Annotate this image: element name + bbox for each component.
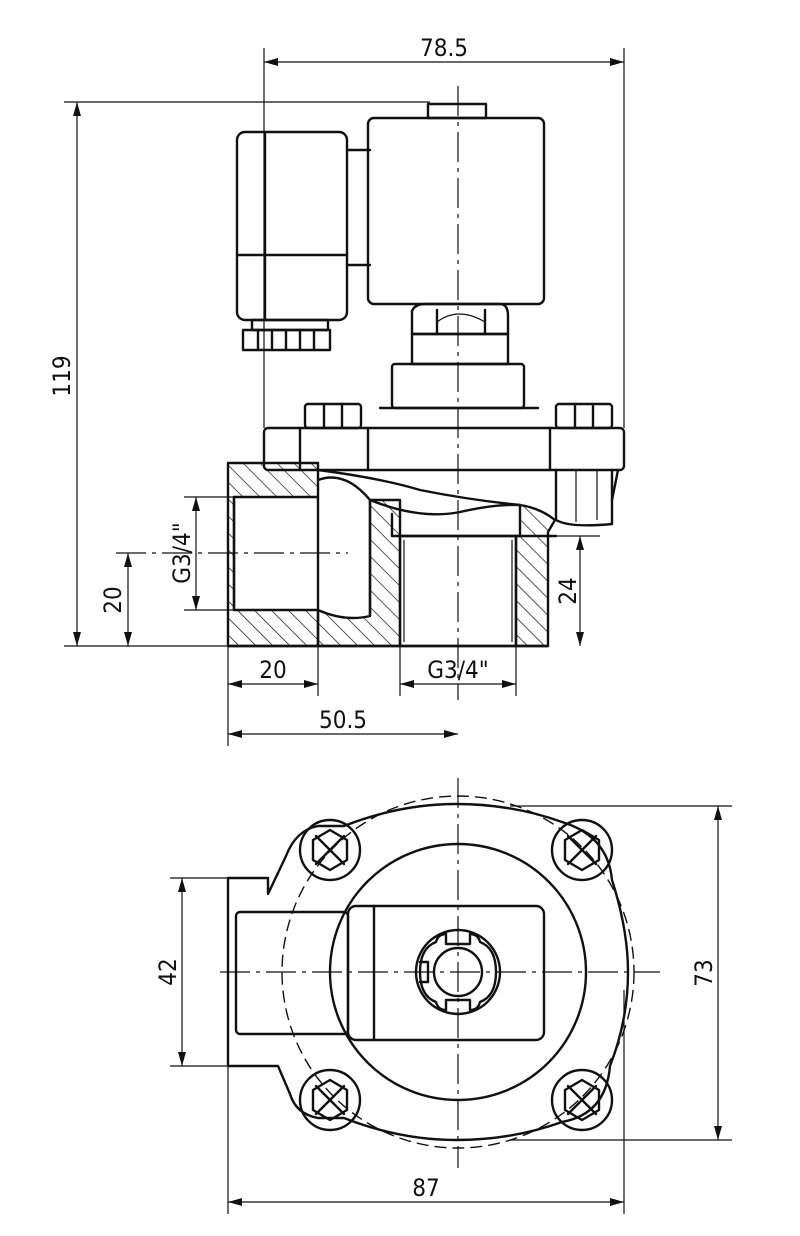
dim-label-78-5: 78.5 xyxy=(420,34,468,62)
dim-label-73: 73 xyxy=(690,959,718,986)
dimension-body-width: 42 xyxy=(154,877,228,1067)
dimension-overall-length: 87 xyxy=(227,990,625,1214)
dimension-height-total: 119 xyxy=(48,101,430,647)
dim-label-20-height: 20 xyxy=(99,586,127,613)
dim-label-24: 24 xyxy=(554,577,582,604)
dimension-outlet-depth: 24 xyxy=(554,535,600,646)
dim-label-119: 119 xyxy=(48,355,76,396)
bolt-top-left xyxy=(298,818,362,882)
dim-label-42: 42 xyxy=(154,958,182,985)
dim-label-20-length: 20 xyxy=(259,656,286,684)
dimension-body-depth: 73 xyxy=(510,805,732,1141)
valve-body-section xyxy=(226,461,558,648)
dim-label-50-5: 50.5 xyxy=(319,706,367,734)
bolt-top-right xyxy=(550,818,614,882)
bolt-bottom-right xyxy=(550,1068,614,1132)
dim-label-inlet-thread: G3/4" xyxy=(168,522,196,583)
armature-nut xyxy=(410,302,510,336)
dimension-outlet-thread: G3/4" xyxy=(399,646,517,696)
dim-label-87: 87 xyxy=(412,1174,439,1202)
dimension-inlet-to-center: 50.5 xyxy=(228,706,458,738)
side-view: 78.5 119 G3/4" 20 24 xyxy=(48,34,626,746)
bolt-bottom-left xyxy=(298,1068,362,1132)
coil-connector xyxy=(235,130,372,352)
bonnet xyxy=(378,332,540,410)
dimension-width-total: 78.5 xyxy=(263,34,625,428)
dim-label-outlet-thread: G3/4" xyxy=(427,656,488,684)
dimension-inlet-thread: G3/4" xyxy=(168,496,234,611)
cover-plate xyxy=(262,402,626,527)
dimension-inlet-center-height: 20 xyxy=(99,553,132,646)
coil-top xyxy=(346,904,546,1042)
top-view: 42 73 87 xyxy=(154,778,732,1214)
dimension-inlet-length: 20 xyxy=(227,646,319,746)
connector-top xyxy=(234,910,350,1036)
solenoid-coil xyxy=(366,102,546,306)
